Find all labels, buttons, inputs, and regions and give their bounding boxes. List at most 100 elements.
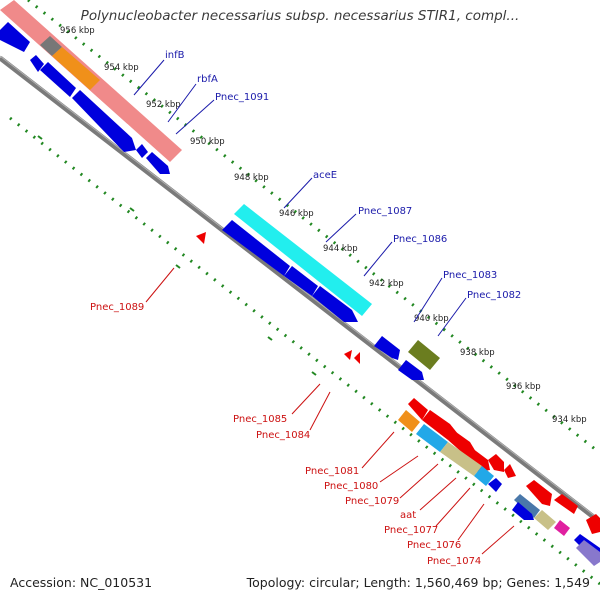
steelblue-feature bbox=[514, 494, 540, 518]
leader-1076 bbox=[457, 503, 485, 541]
label-1077: Pnec_1077 bbox=[384, 525, 438, 536]
tick-948: 948 kbp bbox=[234, 173, 269, 183]
tick-934: 934 kbp bbox=[552, 415, 587, 425]
reverse-gene-1081 bbox=[408, 398, 428, 420]
tick-950: 950 kbp bbox=[190, 137, 225, 147]
magenta-feature bbox=[554, 520, 570, 536]
tick-956: 956 kbp bbox=[60, 26, 95, 36]
forward-gene-1083 bbox=[374, 336, 400, 360]
reverse-gene-aat bbox=[466, 448, 490, 472]
label-1080: Pnec_1080 bbox=[324, 481, 378, 492]
leader-aat bbox=[419, 477, 457, 511]
label-1089: Pnec_1089 bbox=[90, 302, 144, 313]
purple-feature bbox=[576, 540, 600, 566]
label-1076: Pnec_1076 bbox=[407, 540, 461, 551]
reverse-gene-1074 bbox=[526, 480, 552, 506]
leader-1084 bbox=[309, 391, 331, 431]
genome-summary-label: Topology: circular; Length: 1,560,469 bp… bbox=[246, 575, 590, 590]
label-aceE: aceE bbox=[313, 170, 337, 181]
tick-936: 936 kbp bbox=[506, 382, 541, 392]
forward-gene-small-2 bbox=[136, 144, 148, 158]
leader-1074 bbox=[481, 525, 515, 555]
leader-1077 bbox=[435, 487, 471, 527]
label-infB: infB bbox=[165, 50, 185, 61]
tick-942: 942 kbp bbox=[369, 279, 404, 289]
reverse-gene-1079 bbox=[448, 432, 476, 456]
forward-gene-1082 bbox=[398, 360, 424, 380]
leader-1079 bbox=[399, 463, 439, 499]
leader-1086 bbox=[363, 241, 393, 277]
forward-feature-tracks bbox=[0, 0, 440, 380]
leader-rbfA bbox=[167, 83, 197, 123]
map-title: Polynucleobacter necessarius subsp. nece… bbox=[80, 8, 520, 24]
reverse-gene-1076 bbox=[504, 464, 516, 478]
leader-1082 bbox=[437, 297, 467, 337]
tick-938: 938 kbp bbox=[460, 348, 495, 358]
label-1091: Pnec_1091 bbox=[215, 92, 269, 103]
reverse-marker-1084 bbox=[354, 352, 360, 364]
leader-1085 bbox=[291, 383, 321, 415]
forward-gene-1086 bbox=[312, 286, 358, 322]
leader-1089 bbox=[145, 267, 175, 303]
label-1074: Pnec_1074 bbox=[427, 556, 481, 567]
reverse-gene-1080 bbox=[422, 410, 458, 440]
forward-gene-small-1 bbox=[30, 55, 44, 72]
tick-946: 946 kbp bbox=[279, 209, 314, 219]
reverse-marker-1089 bbox=[196, 232, 206, 244]
leader-1087 bbox=[325, 213, 357, 243]
leader-aceE bbox=[283, 177, 313, 209]
skyblue-feature bbox=[416, 424, 448, 452]
forward-gene-small-4 bbox=[488, 478, 502, 492]
gray-feature bbox=[40, 36, 62, 56]
inner-tick-marks bbox=[37, 135, 317, 376]
reverse-feature-tracks bbox=[196, 232, 600, 566]
label-aat: aat bbox=[400, 510, 416, 521]
reverse-gene-labels: Pnec_1089 Pnec_1085 Pnec_1084 Pnec_1081 … bbox=[90, 267, 515, 567]
tick-940: 940 kbp bbox=[414, 314, 449, 324]
forward-gene-aceE bbox=[222, 220, 290, 276]
orange-feature bbox=[52, 47, 100, 90]
tick-labels: 956 kbp 954 kbp 952 kbp 950 kbp 948 kbp … bbox=[60, 26, 587, 425]
label-1084: Pnec_1084 bbox=[256, 430, 310, 441]
forward-gene-1087 bbox=[284, 266, 318, 296]
tick-952: 952 kbp bbox=[146, 100, 181, 110]
reverse-gene-tail-1 bbox=[554, 494, 578, 514]
forward-gene-block-2 bbox=[72, 90, 136, 152]
inner-tick-dots bbox=[9, 116, 600, 586]
label-1082: Pnec_1082 bbox=[467, 290, 521, 301]
label-rbfA: rbfA bbox=[197, 74, 218, 85]
reverse-gene-1077 bbox=[488, 454, 504, 472]
olive-feature bbox=[408, 340, 440, 370]
skyblue-feature-2 bbox=[474, 466, 494, 486]
label-1083: Pnec_1083 bbox=[443, 270, 497, 281]
reverse-marker-1085 bbox=[344, 350, 352, 360]
accession-label: Accession: NC_010531 bbox=[10, 575, 153, 590]
forward-gene-small-5 bbox=[512, 502, 534, 520]
leader-infB bbox=[133, 59, 165, 96]
orange-feature-2 bbox=[398, 410, 420, 432]
reverse-gene-tail-2 bbox=[586, 514, 600, 534]
backbone-highlight bbox=[0, 55, 600, 521]
khaki-feature bbox=[440, 442, 482, 476]
leader-1080 bbox=[379, 455, 419, 483]
label-1087: Pnec_1087 bbox=[358, 206, 412, 217]
forward-gene-infB bbox=[0, 22, 30, 52]
khaki-feature-2 bbox=[534, 510, 556, 530]
forward-gene-small-3 bbox=[146, 152, 170, 174]
tick-954: 954 kbp bbox=[104, 63, 139, 73]
outer-tick-dots bbox=[27, 0, 600, 455]
label-1079: Pnec_1079 bbox=[345, 496, 399, 507]
forward-gene-aceE-cyan bbox=[234, 204, 372, 316]
label-1086: Pnec_1086 bbox=[393, 234, 447, 245]
label-1081: Pnec_1081 bbox=[305, 466, 359, 477]
forward-gene-labels: infB rbfA Pnec_1091 aceE Pnec_1087 Pnec_… bbox=[133, 50, 521, 337]
label-1085: Pnec_1085 bbox=[233, 414, 287, 425]
forward-gene-block-1 bbox=[40, 62, 76, 97]
leader-1081 bbox=[361, 431, 395, 469]
chromosome-backbone bbox=[0, 56, 600, 524]
leader-1083 bbox=[413, 277, 443, 323]
leader-1091 bbox=[175, 99, 215, 135]
tick-944: 944 kbp bbox=[323, 244, 358, 254]
